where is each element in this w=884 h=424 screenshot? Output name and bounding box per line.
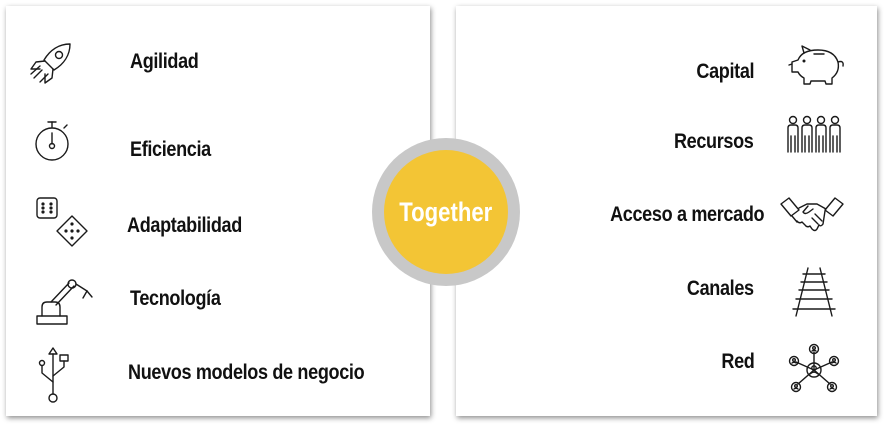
right-item-label: Recursos	[674, 130, 754, 153]
left-item-label: Nuevos modelos de negocio	[128, 361, 365, 384]
hub-core: Together	[384, 150, 508, 274]
left-item-adaptabilidad: Adaptabilidad	[127, 214, 261, 238]
right-panel: Capital Recursos Acceso a mercado	[456, 6, 877, 416]
right-item-recursos: Recursos	[661, 130, 754, 154]
right-item-red: Red	[716, 350, 754, 374]
left-panel: Agilidad Eficiencia	[6, 6, 430, 416]
hub-label: Together	[399, 196, 493, 227]
hub-ring: Together	[372, 138, 520, 286]
right-item-label: Canales	[687, 277, 754, 300]
left-item-agilidad: Agilidad	[130, 50, 210, 74]
left-item-label: Tecnología	[130, 287, 221, 310]
left-item-label: Adaptabilidad	[127, 214, 242, 237]
left-item-nuevos-modelos: Nuevos modelos de negocio	[128, 361, 403, 385]
dice-icon	[35, 196, 88, 247]
stopwatch-icon	[33, 119, 71, 163]
left-item-eficiencia: Eficiencia	[130, 138, 224, 162]
robot-arm-icon	[33, 276, 97, 326]
right-item-canales: Canales	[676, 277, 754, 301]
right-item-capital: Capital	[687, 60, 754, 84]
network-icon	[786, 342, 842, 398]
right-item-acceso-mercado: Acceso a mercado	[585, 203, 764, 227]
rocket-icon	[26, 38, 76, 88]
handshake-icon	[779, 194, 845, 236]
right-item-label: Capital	[696, 60, 754, 83]
railway-track-icon	[790, 266, 838, 318]
right-item-label: Red	[720, 350, 754, 373]
usb-icon	[37, 346, 73, 406]
piggy-bank-icon	[788, 44, 848, 88]
together-hub: Together	[344, 138, 548, 286]
people-icon	[786, 114, 844, 156]
left-item-label: Agilidad	[130, 50, 199, 73]
left-item-label: Eficiencia	[130, 138, 211, 161]
right-item-label: Acceso a mercado	[609, 203, 764, 226]
left-item-tecnologia: Tecnología	[130, 287, 235, 311]
